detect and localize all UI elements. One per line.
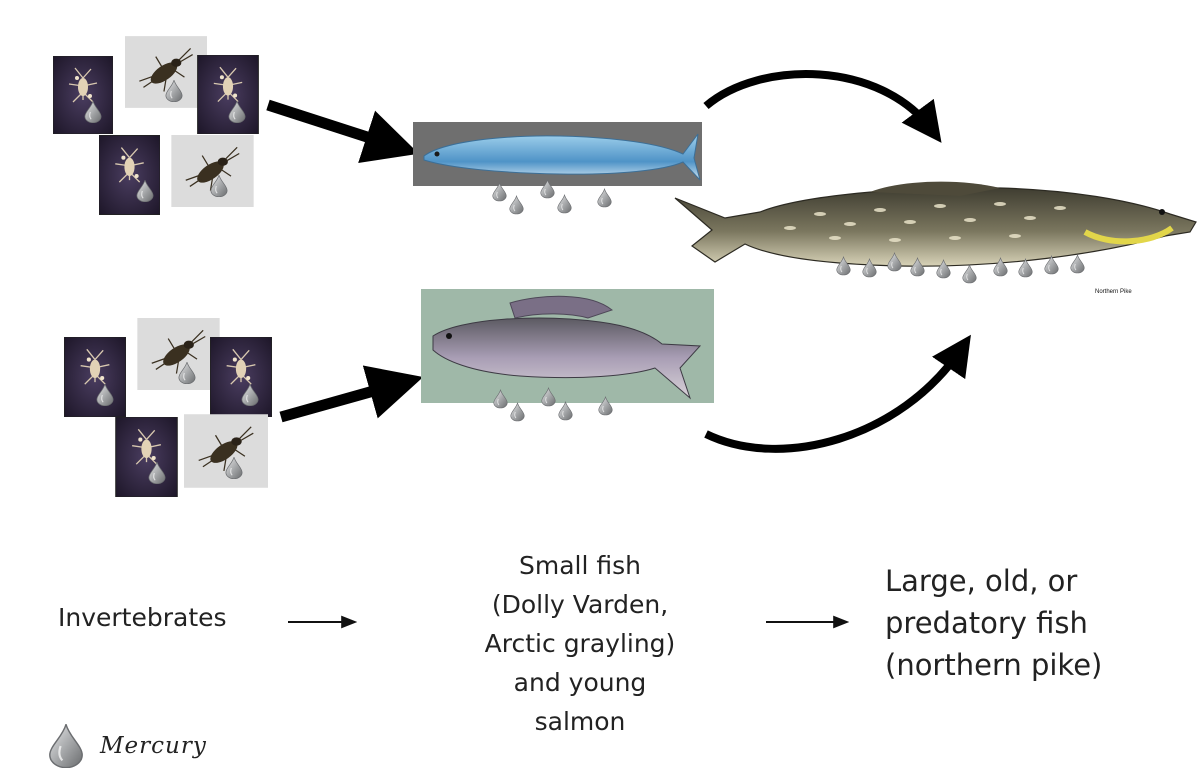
invertebrates-label: Invertebrates <box>58 603 227 632</box>
legend-mercury-label: Mercury <box>100 733 207 759</box>
large-fish-line: predatory fish <box>885 602 1102 644</box>
arrow-salmon-to-pike <box>706 74 932 130</box>
small-fish-label: Small fish (Dolly Varden, Arctic graylin… <box>455 546 705 741</box>
northern-pike-photo <box>675 182 1196 283</box>
arrow-grayling-to-pike <box>706 348 962 449</box>
pike-caption: Northern Pike <box>1095 289 1132 295</box>
small-fish-line: Small fish <box>455 546 705 585</box>
invertebrate-photos-bottom <box>64 318 272 497</box>
mercury-drop-icon <box>50 724 82 767</box>
large-fish-line: Large, old, or <box>885 560 1102 602</box>
small-fish-line: Arctic grayling) <box>455 624 705 663</box>
invertebrate-photos-top <box>53 36 258 215</box>
arrow-invertebrates-to-salmon <box>268 105 398 147</box>
arctic-grayling-photo <box>421 289 714 421</box>
small-fish-line: and young <box>455 663 705 702</box>
large-fish-line: (northern pike) <box>885 644 1102 686</box>
young-salmon-photo <box>413 122 702 214</box>
small-fish-line: (Dolly Varden, <box>455 585 705 624</box>
arrow-invertebrates-to-grayling <box>281 383 402 417</box>
large-fish-label: Large, old, or predatory fish (northern … <box>885 560 1102 686</box>
small-fish-line: salmon <box>455 702 705 741</box>
